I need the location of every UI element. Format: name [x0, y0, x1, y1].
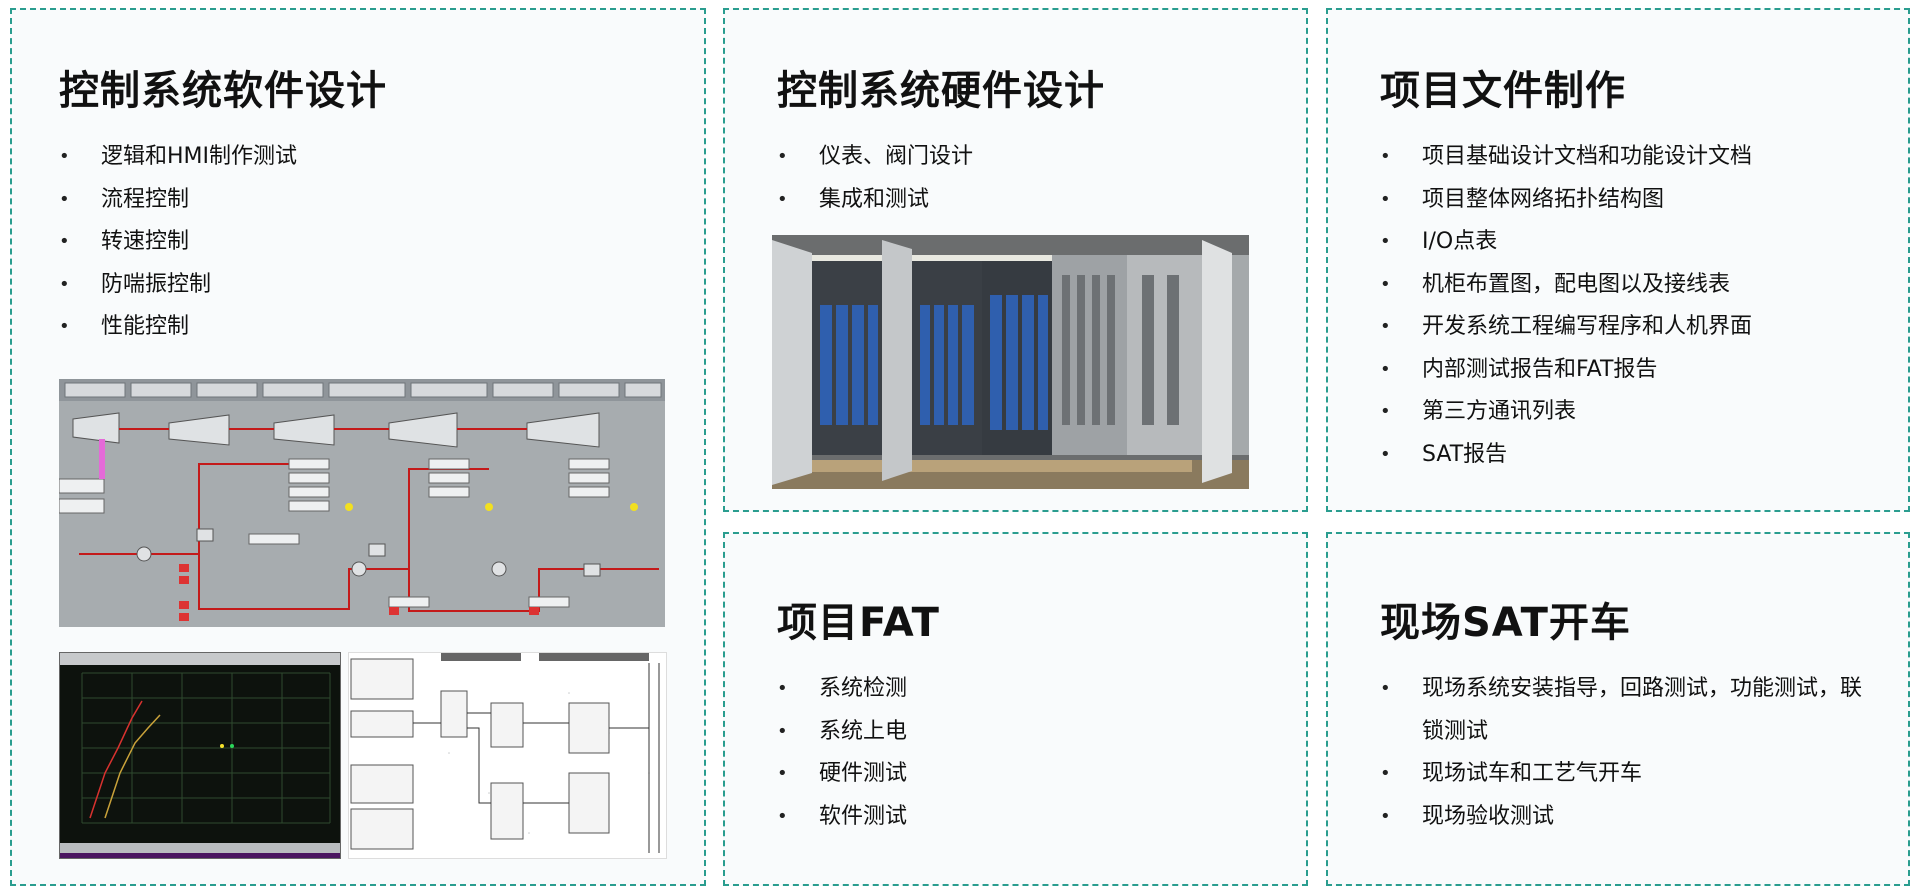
- list-item: 项目基础设计文档和功能设计文档: [1380, 136, 1752, 179]
- list-item: 集成和测试: [777, 179, 973, 222]
- list-item: 系统上电: [777, 711, 907, 754]
- list-item: SAT报告: [1380, 434, 1752, 477]
- list-item: 第三方通讯列表: [1380, 391, 1752, 434]
- docs-item-list: 项目基础设计文档和功能设计文档 项目整体网络拓扑结构图 I/O点表 机柜布置图，…: [1380, 136, 1752, 476]
- list-item: 系统检测: [777, 668, 907, 711]
- card-software-design: 控制系统软件设计 逻辑和HMI制作测试 流程控制 转速控制 防喘振控制 性能控制: [10, 8, 706, 886]
- list-item: 机柜布置图，配电图以及接线表: [1380, 264, 1752, 307]
- list-item: 软件测试: [777, 796, 907, 839]
- card-title: 控制系统硬件设计: [777, 68, 1105, 114]
- software-item-list: 逻辑和HMI制作测试 流程控制 转速控制 防喘振控制 性能控制: [59, 136, 297, 349]
- list-item: 性能控制: [59, 306, 297, 349]
- card-project-fat: 项目FAT 系统检测 系统上电 硬件测试 软件测试: [723, 532, 1308, 886]
- list-item: 项目整体网络拓扑结构图: [1380, 179, 1752, 222]
- list-item: 开发系统工程编写程序和人机界面: [1380, 306, 1752, 349]
- list-item: 现场试车和工艺气开车: [1380, 753, 1862, 796]
- sat-item-list: 现场系统安装指导，回路测试，功能测试，联锁测试 现场试车和工艺气开车 现场验收测…: [1380, 668, 1862, 838]
- card-site-sat: 现场SAT开车 现场系统安装指导，回路测试，功能测试，联锁测试 现场试车和工艺气…: [1326, 532, 1910, 886]
- card-title: 项目文件制作: [1380, 68, 1626, 114]
- card-title: 控制系统软件设计: [59, 68, 387, 114]
- logic-diagram-image: [348, 652, 667, 859]
- list-item: 流程控制: [59, 179, 297, 222]
- hmi-screenshot-image: [59, 379, 665, 627]
- list-item: 硬件测试: [777, 753, 907, 796]
- list-item: 内部测试报告和FAT报告: [1380, 349, 1752, 392]
- fat-item-list: 系统检测 系统上电 硬件测试 软件测试: [777, 668, 907, 838]
- list-item: 逻辑和HMI制作测试: [59, 136, 297, 179]
- card-title: 现场SAT开车: [1380, 600, 1631, 646]
- list-item: 现场验收测试: [1380, 796, 1862, 839]
- card-hardware-design: 控制系统硬件设计 仪表、阀门设计 集成和测试: [723, 8, 1308, 512]
- list-item: 现场系统安装指导，回路测试，功能测试，联锁测试: [1380, 668, 1862, 753]
- card-project-documents: 项目文件制作 项目基础设计文档和功能设计文档 项目整体网络拓扑结构图 I/O点表…: [1326, 8, 1910, 512]
- list-item: I/O点表: [1380, 221, 1752, 264]
- list-item: 转速控制: [59, 221, 297, 264]
- surge-control-plot-image: [59, 652, 341, 859]
- control-cabinet-photo: [772, 235, 1249, 489]
- list-item: 防喘振控制: [59, 264, 297, 307]
- list-item: 仪表、阀门设计: [777, 136, 973, 179]
- hardware-item-list: 仪表、阀门设计 集成和测试: [777, 136, 973, 221]
- card-title: 项目FAT: [777, 600, 940, 646]
